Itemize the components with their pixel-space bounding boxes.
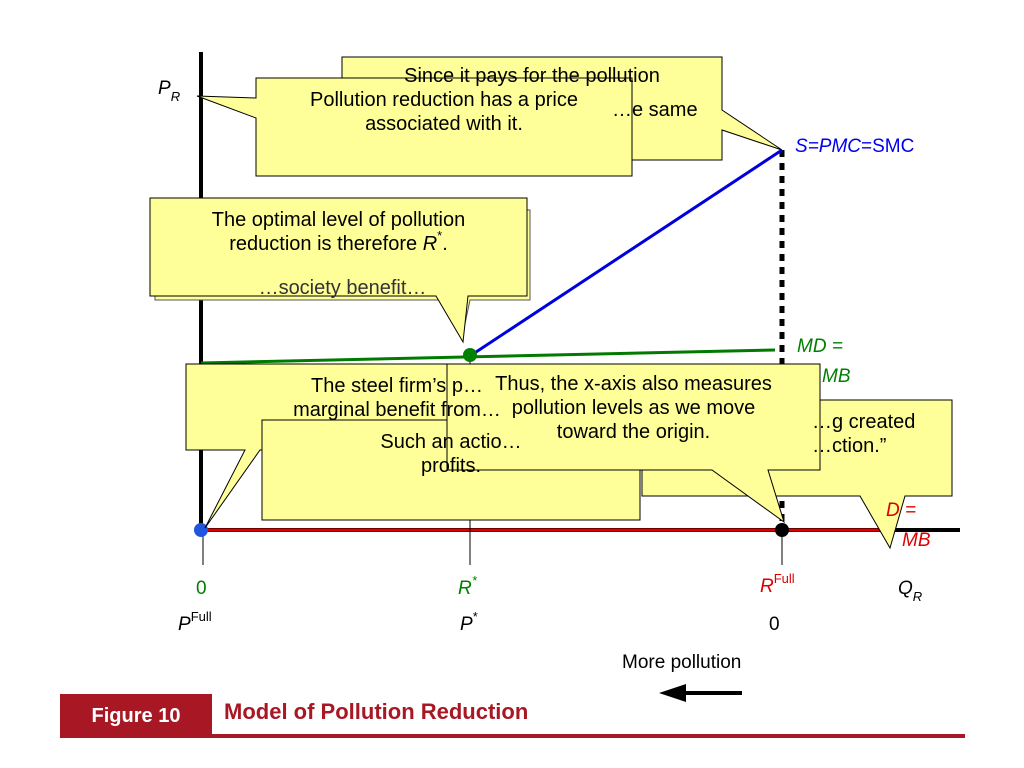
x-axis-label: QR	[898, 578, 923, 604]
origin-point	[194, 523, 208, 537]
tick-zero-label: 0	[196, 578, 207, 599]
p-zero-label: 0	[769, 614, 780, 635]
demand-curve-label-line2: MB	[902, 530, 931, 551]
callout-such-an-action-text: Such an actio… profits.	[380, 431, 522, 477]
md-curve	[200, 348, 776, 365]
callout-price-text: Pollution reduction has a price associat…	[310, 89, 578, 135]
optimum-point	[463, 348, 477, 362]
callout-price	[196, 77, 633, 177]
demand-curve-label-line1: D =	[886, 500, 917, 521]
callout-since-it-pays-text: Since it pays for the pollution	[404, 65, 660, 87]
footer-bar	[60, 734, 965, 738]
rfull-point	[775, 523, 789, 537]
callout-created-reduction-text: …g created …ction.”	[812, 411, 916, 457]
y-axis-label: PR	[158, 78, 181, 104]
left-arrow-head	[659, 684, 686, 702]
figure-label: Figure 10	[60, 694, 212, 738]
md-curve-label-line2: MB	[822, 366, 851, 387]
callout-x-axis-measures	[446, 363, 821, 524]
supply-curve	[469, 148, 783, 358]
callout-x-axis-measures-text: Thus, the x-axis also measures pollution…	[495, 373, 772, 443]
callout-optimal-level-text: The optimal level of pollution reduction…	[211, 209, 466, 255]
supply-curve-label: S=PMC=SMC	[795, 136, 915, 157]
tick-rfull-label: RFull	[760, 570, 795, 597]
pfull-label: PFull	[178, 608, 212, 635]
more-pollution-label: More pollution	[622, 652, 742, 673]
md-curve-label-line1: MD =	[797, 336, 843, 357]
pstar-label: P*	[460, 608, 478, 635]
callout-steel-firm-text: The steel firm’s p… marginal benefit fro…	[293, 375, 501, 421]
figure-title: Model of Pollution Reduction	[224, 699, 529, 724]
tick-rstar-label: R*	[458, 572, 477, 599]
callout-society-benefit-text: …society benefit…	[258, 277, 427, 299]
callout-optimal-level	[149, 197, 528, 344]
callout-since-it-pays-text-2: …e same	[612, 99, 698, 121]
